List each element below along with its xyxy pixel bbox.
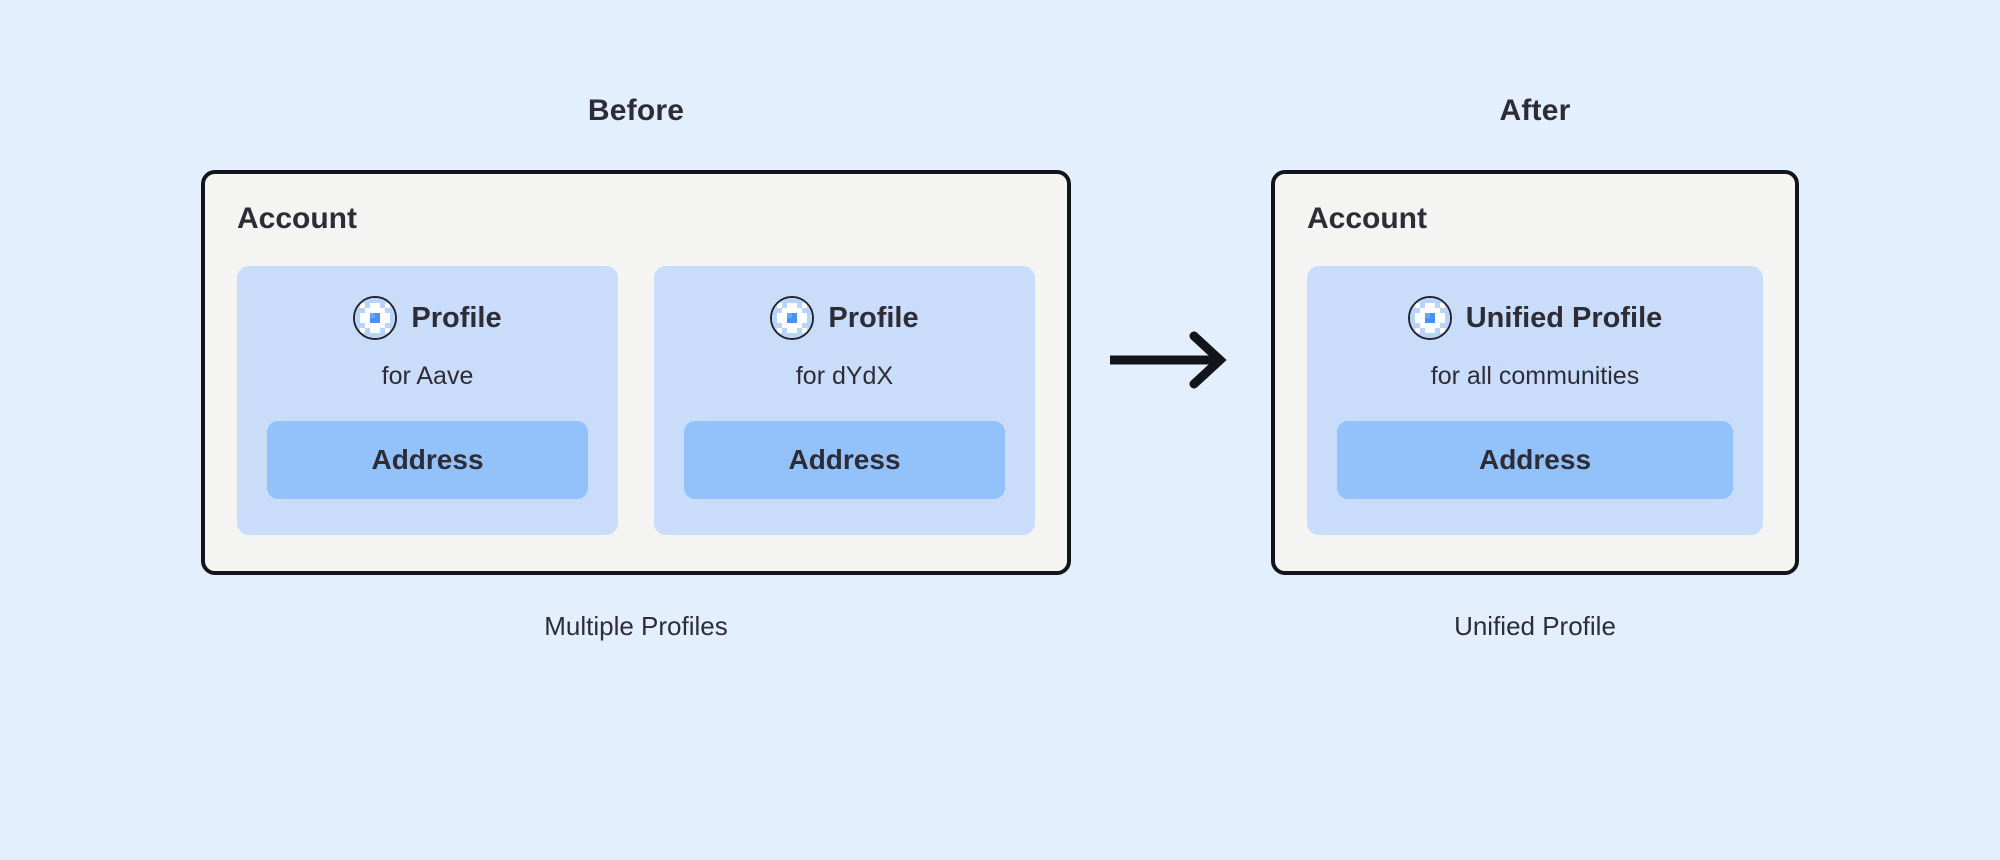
profile-label: Unified Profile (1465, 301, 1663, 334)
transition-arrow (1071, 96, 1271, 624)
arrow-right-icon (1110, 331, 1227, 389)
after-panel-title: Account (1307, 202, 1427, 235)
profile-card[interactable]: Unified Profile for all communities Addr… (1307, 266, 1763, 535)
before-account-panel: Account (201, 170, 1071, 575)
before-heading: Before (587, 94, 685, 127)
profile-label: Profile (411, 301, 502, 334)
after-caption: Unified Profile (1454, 611, 1616, 641)
before-column: Before Account (201, 96, 1071, 639)
profile-label: Profile (828, 301, 919, 334)
before-caption: Multiple Profiles (544, 611, 728, 641)
before-cards-row: Profile for Aave Address (237, 266, 1035, 535)
blockies-avatar-icon (770, 296, 815, 340)
blockies-avatar-icon (353, 296, 398, 340)
address-chip[interactable]: Address (1337, 421, 1733, 499)
after-cards-row: Unified Profile for all communities Addr… (1307, 266, 1763, 535)
address-chip[interactable]: Address (267, 421, 588, 499)
after-column: After Account (1271, 96, 1799, 639)
profile-card[interactable]: Profile for Aave Address (237, 266, 618, 535)
before-panel-title: Account (237, 202, 357, 235)
profile-card[interactable]: Profile for dYdX Address (654, 266, 1035, 535)
blockies-avatar-icon (1407, 296, 1452, 340)
profile-header: Profile (770, 296, 919, 340)
after-account-panel: Account (1271, 170, 1799, 575)
profile-subtitle: for Aave (381, 362, 474, 390)
profile-subtitle: for dYdX (795, 362, 894, 390)
profile-header: Profile (353, 296, 502, 340)
after-heading: After (1499, 94, 1571, 127)
profile-header: Unified Profile (1407, 296, 1663, 340)
address-chip[interactable]: Address (684, 421, 1005, 499)
profile-subtitle: for all communities (1430, 362, 1640, 390)
